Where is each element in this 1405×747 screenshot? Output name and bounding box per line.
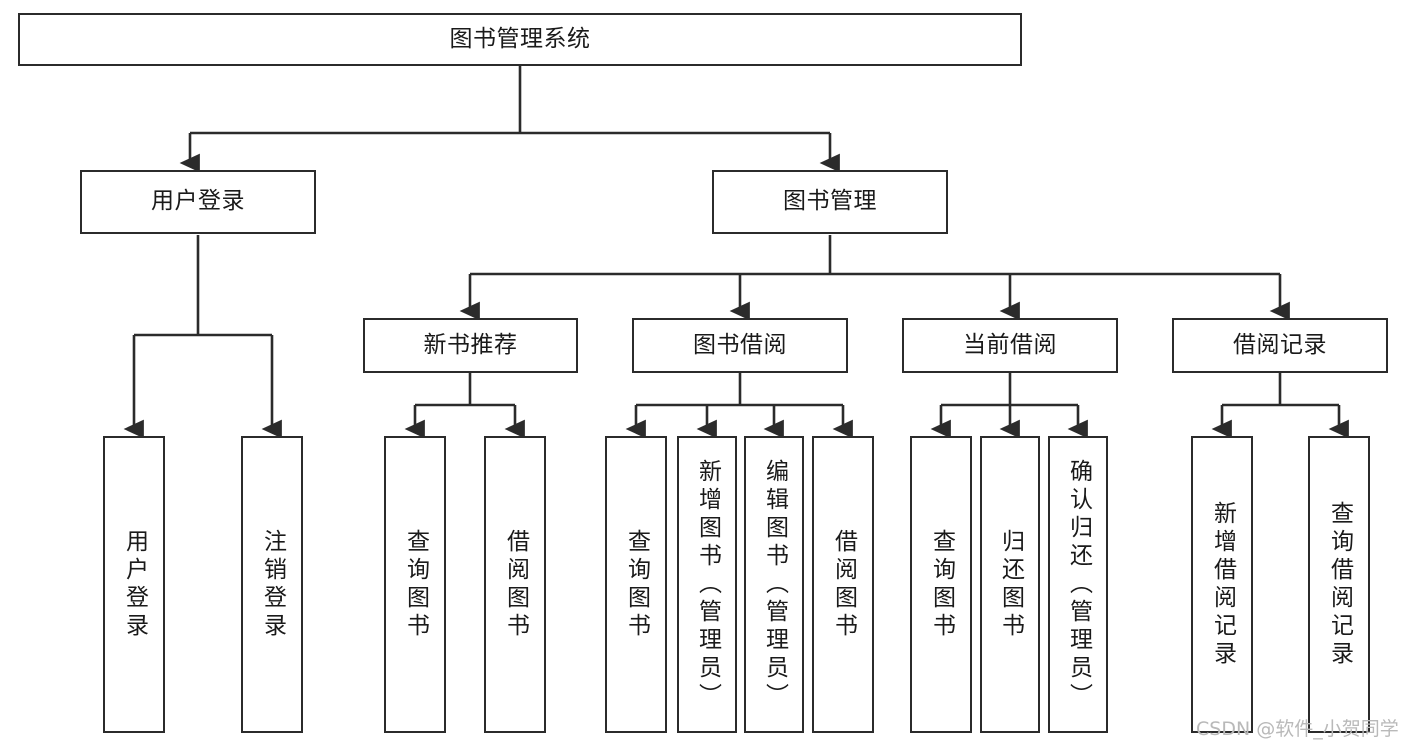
node-label: 借阅记录: [1233, 331, 1327, 358]
node-label: 用户登录: [151, 188, 245, 215]
leaf-query-book-current[interactable]: 查询图书: [910, 436, 972, 733]
leaf-return-book[interactable]: 归还图书: [980, 436, 1040, 733]
node-label: 图书借阅: [693, 331, 787, 358]
node-label: 新书推荐: [423, 331, 518, 358]
node-current-borrow[interactable]: 当前借阅: [902, 318, 1118, 373]
node-book-borrow[interactable]: 图书借阅: [632, 318, 848, 373]
node-label: 新增图书（管理员）: [694, 458, 721, 711]
node-label: 查询图书: [402, 528, 429, 641]
node-label: 新增借阅记录: [1209, 500, 1236, 669]
node-user-login[interactable]: 用户登录: [80, 170, 316, 234]
node-label: 注销登录: [259, 528, 286, 641]
leaf-confirm-return-admin[interactable]: 确认归还（管理员）: [1048, 436, 1108, 733]
node-label: 当前借阅: [963, 331, 1057, 358]
leaf-user-login[interactable]: 用户登录: [103, 436, 165, 733]
node-label: 查询图书: [623, 528, 650, 641]
node-label: 图书管理系统: [449, 25, 591, 52]
leaf-logout[interactable]: 注销登录: [241, 436, 303, 733]
leaf-query-borrow-record[interactable]: 查询借阅记录: [1308, 436, 1370, 733]
node-root-system[interactable]: 图书管理系统: [18, 13, 1022, 66]
node-label: 借阅图书: [830, 528, 857, 641]
node-label: 借阅图书: [502, 528, 529, 641]
node-label: 查询图书: [928, 528, 955, 641]
leaf-query-book-new[interactable]: 查询图书: [384, 436, 446, 733]
leaf-borrow-book-new[interactable]: 借阅图书: [484, 436, 546, 733]
node-label: 归还图书: [997, 528, 1024, 641]
leaf-add-book-admin[interactable]: 新增图书（管理员）: [677, 436, 737, 733]
node-label: 图书管理: [783, 188, 877, 215]
node-label: 用户登录: [121, 528, 148, 641]
csdn-watermark: CSDN @软件_小贺同学: [1196, 718, 1399, 740]
node-book-management[interactable]: 图书管理: [712, 170, 948, 234]
node-new-book-recommend[interactable]: 新书推荐: [363, 318, 578, 373]
node-label: 查询借阅记录: [1326, 500, 1353, 669]
node-label: 确认归还（管理员）: [1065, 458, 1092, 711]
node-label: 编辑图书（管理员）: [761, 458, 788, 711]
leaf-borrow-book[interactable]: 借阅图书: [812, 436, 874, 733]
node-borrow-record[interactable]: 借阅记录: [1172, 318, 1388, 373]
leaf-add-borrow-record[interactable]: 新增借阅记录: [1191, 436, 1253, 733]
leaf-query-book-borrow[interactable]: 查询图书: [605, 436, 667, 733]
leaf-edit-book-admin[interactable]: 编辑图书（管理员）: [744, 436, 804, 733]
